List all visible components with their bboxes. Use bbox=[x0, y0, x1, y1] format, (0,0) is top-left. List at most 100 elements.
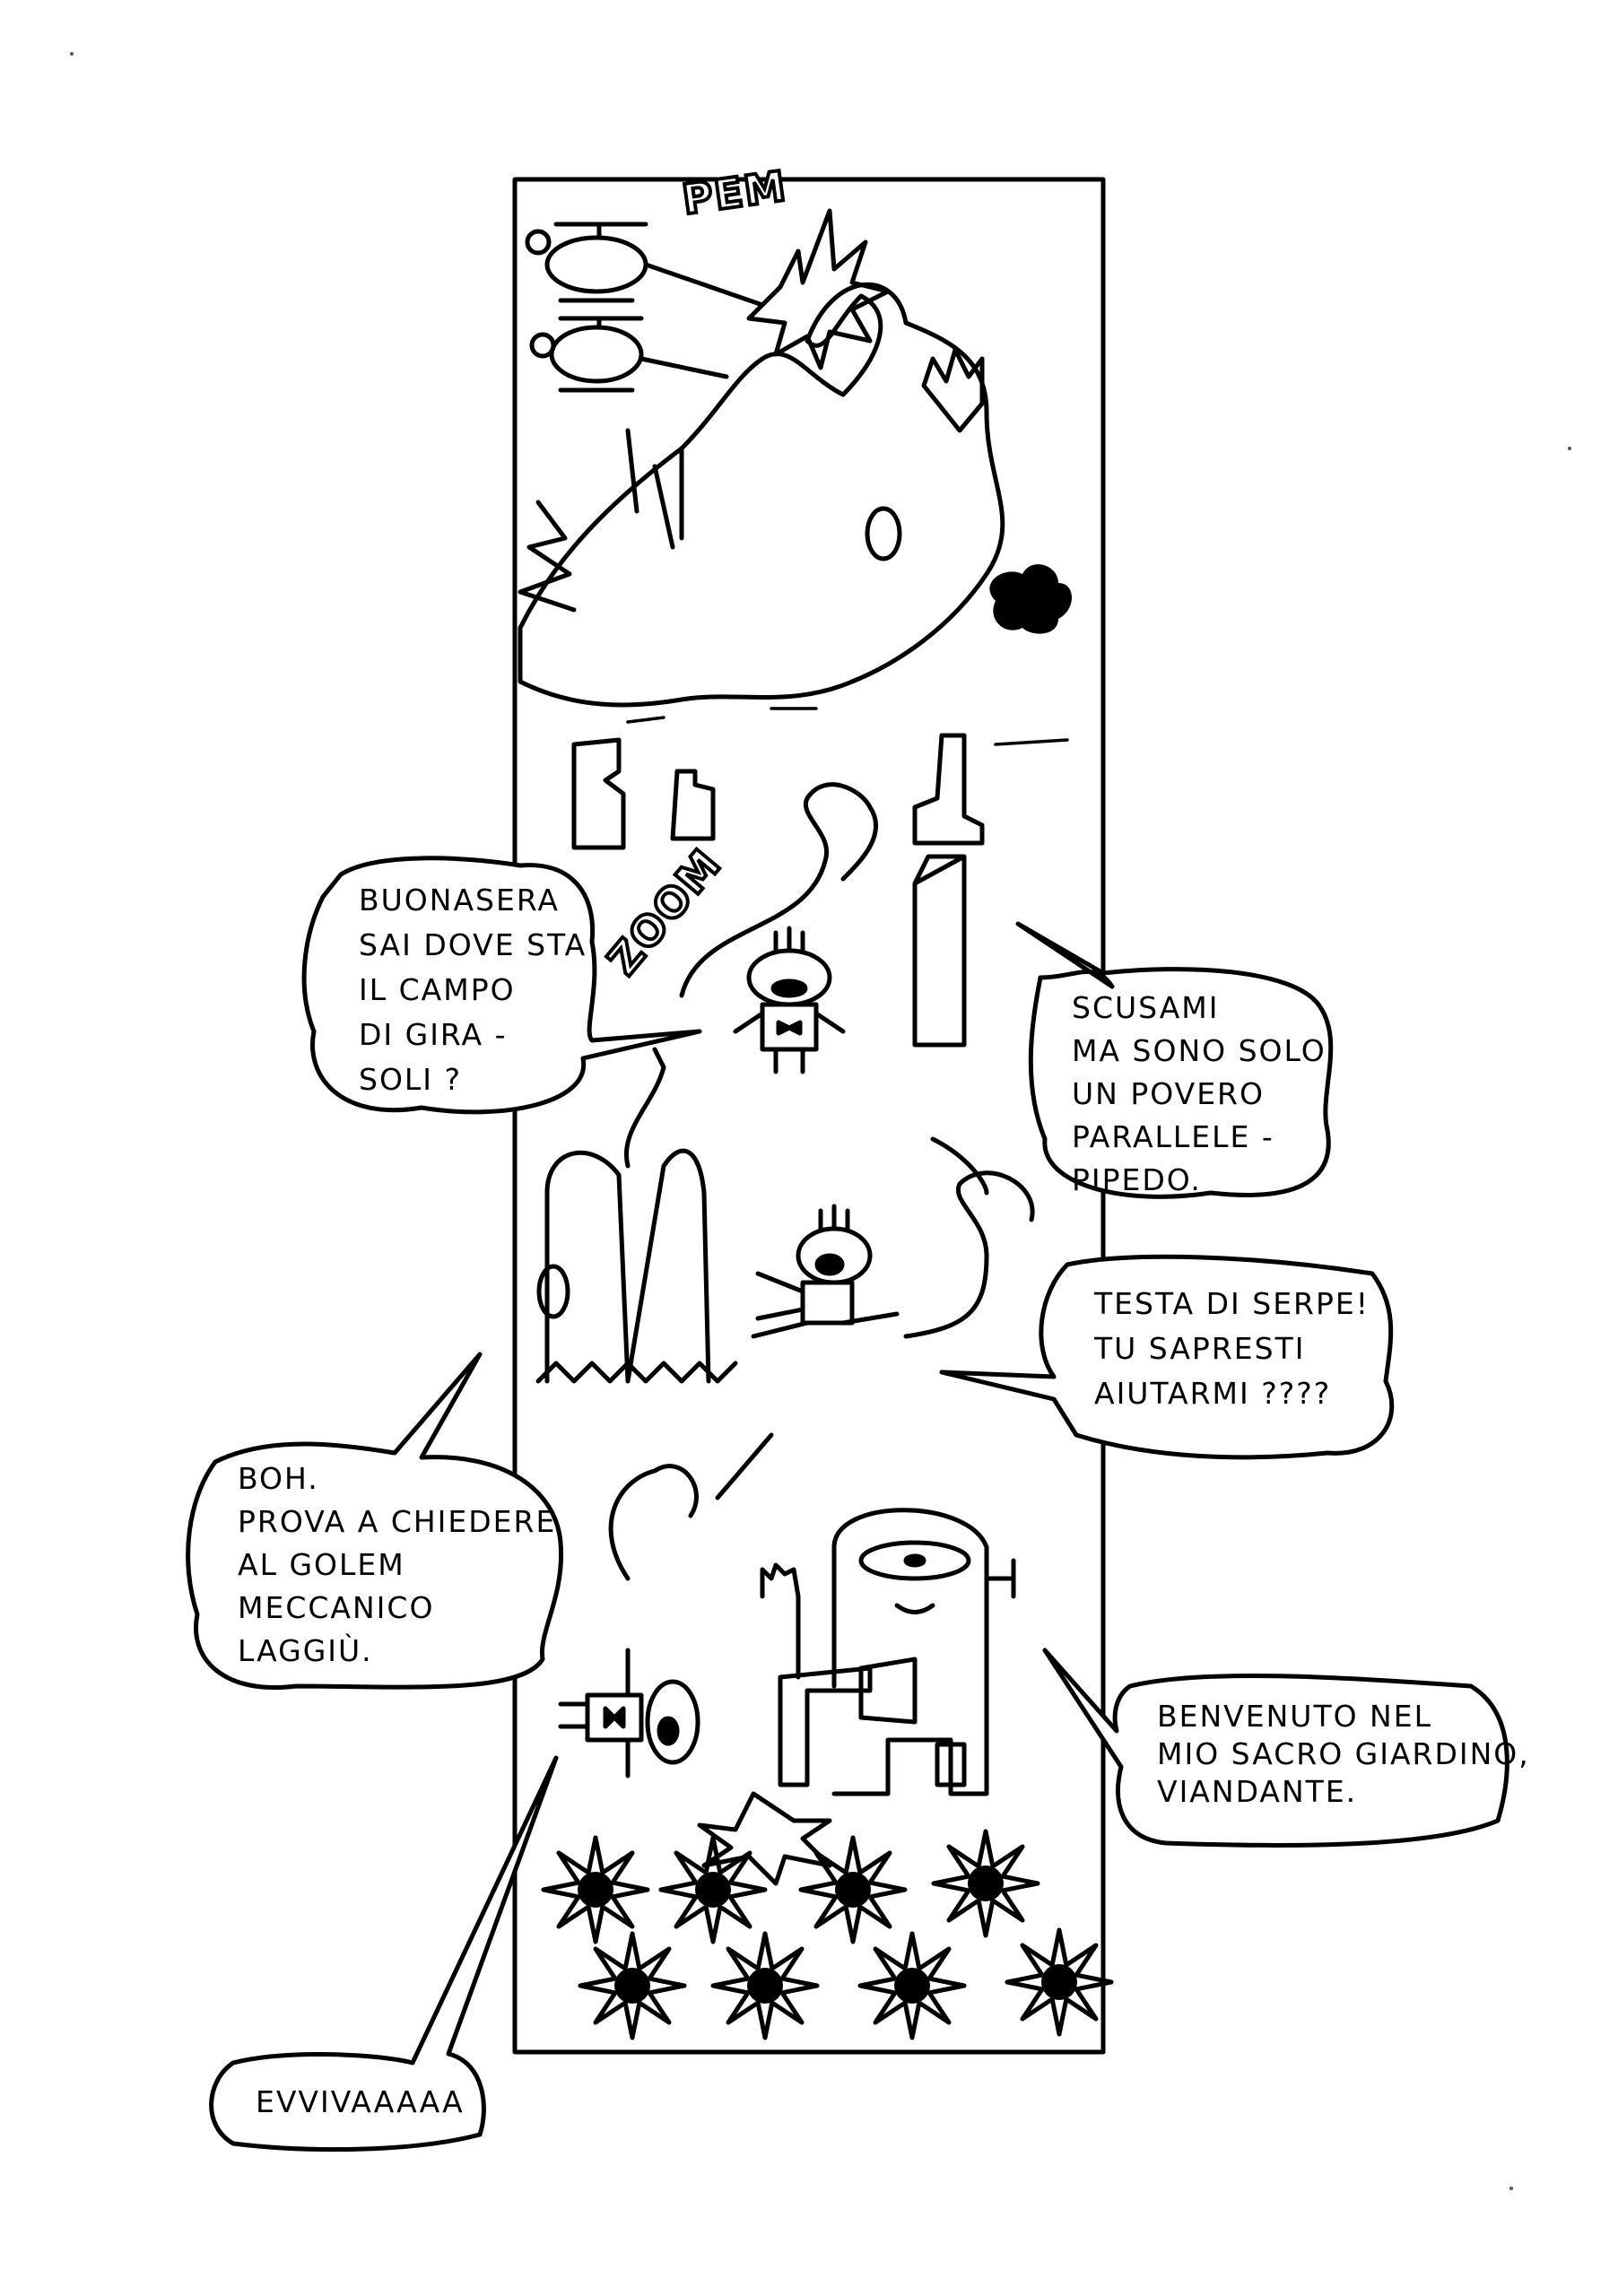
bubble-text-line: VIANDANTE. bbox=[1157, 1774, 1357, 1809]
mechanical-golem bbox=[760, 1508, 1016, 1796]
sunflower-center bbox=[695, 1872, 731, 1908]
bubble-text-line: AIUTARMI ???? bbox=[1094, 1376, 1331, 1411]
monster-body bbox=[518, 282, 1005, 708]
petal bbox=[858, 1850, 892, 1884]
snake-tail bbox=[623, 1047, 666, 1169]
petal bbox=[1065, 1943, 1099, 1977]
petal bbox=[976, 1829, 996, 1867]
sunflower-icon bbox=[798, 1835, 908, 1944]
bubble-text-line: PARALLELE - bbox=[1072, 1119, 1274, 1154]
helicopter-icon bbox=[525, 222, 765, 308]
character-running bbox=[751, 1204, 900, 1339]
bubble-text-line: DI GIRA - bbox=[359, 1017, 508, 1052]
sunflower-center bbox=[578, 1872, 613, 1908]
petal bbox=[1049, 1927, 1069, 1966]
sunflower-center bbox=[968, 1866, 1004, 1901]
bubble-text-line: MECCANICO bbox=[238, 1590, 434, 1625]
monster-eye bbox=[865, 506, 902, 561]
petal bbox=[928, 1976, 967, 1996]
petal bbox=[674, 1895, 708, 1929]
sunflower-center bbox=[614, 1968, 650, 2004]
bubble-text-line: TESTA DI SERPE! bbox=[1093, 1286, 1370, 1321]
bubble-text-line: SOLI ? bbox=[359, 1062, 462, 1097]
petal bbox=[1065, 1987, 1099, 2022]
sunflower-center bbox=[894, 1968, 930, 2004]
petal bbox=[556, 1895, 590, 1929]
speech-bubble-evviva: EVVIVAAAAA bbox=[209, 1755, 559, 2152]
sunflower-icon bbox=[541, 1835, 650, 1944]
ruin-pillar bbox=[571, 737, 626, 850]
sunflower-icon bbox=[710, 1931, 820, 2040]
parallelepiped bbox=[912, 854, 967, 1048]
bubble-text-line: IL CAMPO bbox=[359, 972, 516, 1007]
bubble-text-line: MA SONO SOLO bbox=[1072, 1033, 1327, 1068]
petal bbox=[593, 1946, 627, 1980]
bubble-text-line: BUONASERA bbox=[359, 883, 560, 918]
bubble-text-line: TU SAPRESTI bbox=[1093, 1331, 1305, 1366]
bubble-text-line: AL GOLEM bbox=[238, 1547, 405, 1582]
petal bbox=[586, 1835, 605, 1874]
petal bbox=[718, 1895, 752, 1929]
petal bbox=[638, 1991, 672, 2025]
petal bbox=[648, 1976, 687, 1996]
petal bbox=[541, 1880, 579, 1900]
sunflower-icon bbox=[578, 1931, 687, 2040]
petal bbox=[857, 1976, 896, 1996]
petal bbox=[674, 1850, 708, 1884]
paper-speck bbox=[70, 52, 74, 56]
snake-head bbox=[535, 1148, 738, 1384]
sunflower-icon bbox=[1005, 1927, 1114, 2037]
petal bbox=[1002, 1874, 1040, 1893]
bubble-text-line: PROVA A CHIEDERE bbox=[238, 1504, 556, 1539]
petal bbox=[729, 1880, 768, 1900]
sunflower-center bbox=[747, 1968, 783, 2004]
petal bbox=[703, 1906, 723, 1944]
petal bbox=[1075, 1972, 1114, 1992]
petal bbox=[601, 1895, 635, 1929]
bubble-text: TESTA DI SERPE! TU SAPRESTI AIUTARMI ???? bbox=[1093, 1286, 1370, 1411]
petal bbox=[726, 1991, 760, 2025]
dust-burst bbox=[697, 1791, 832, 1886]
speech-bubble-testa: TESTA DI SERPE! TU SAPRESTI AIUTARMI ???? bbox=[939, 1254, 1395, 1460]
smoke-trail bbox=[679, 782, 878, 998]
petal bbox=[622, 2002, 642, 2040]
smoke-trail bbox=[608, 1432, 774, 1581]
petal bbox=[902, 2002, 922, 2040]
sunflower-center bbox=[1041, 1964, 1077, 2000]
petal bbox=[976, 1900, 996, 1938]
petal bbox=[703, 1835, 723, 1874]
petal bbox=[869, 1880, 908, 1900]
petal bbox=[781, 1976, 820, 1996]
petal bbox=[586, 1906, 605, 1944]
petal bbox=[770, 1991, 805, 2025]
petal bbox=[718, 1850, 752, 1884]
bubble-text: EVVIVAAAAA bbox=[256, 2084, 465, 2119]
petal bbox=[931, 1874, 970, 1893]
sunflower-icon bbox=[931, 1829, 1040, 1938]
sunflower-field bbox=[541, 1829, 1114, 2040]
helicopter-icon bbox=[529, 316, 729, 393]
character-bunny bbox=[733, 926, 846, 1074]
petal bbox=[902, 1931, 922, 1970]
sfx-zoom: ZOOM bbox=[598, 839, 731, 984]
smoke-cloud bbox=[989, 564, 1072, 634]
petal bbox=[918, 1991, 952, 2025]
bubble-text-line: LAGGIÙ. bbox=[238, 1632, 373, 1668]
snake-eye bbox=[536, 1264, 570, 1319]
bubble-text-line: UN POVERO bbox=[1072, 1076, 1265, 1111]
petal bbox=[813, 1850, 848, 1884]
petal bbox=[946, 1889, 980, 1923]
bubble-text-line: SCUSAMI bbox=[1072, 990, 1219, 1025]
sunflower-icon bbox=[658, 1835, 768, 1944]
bubble-text-line: EVVIVAAAAA bbox=[256, 2084, 465, 2119]
petal bbox=[593, 1991, 627, 2025]
petal bbox=[658, 1880, 697, 1900]
petal bbox=[726, 1946, 760, 1980]
petal bbox=[991, 1844, 1025, 1878]
